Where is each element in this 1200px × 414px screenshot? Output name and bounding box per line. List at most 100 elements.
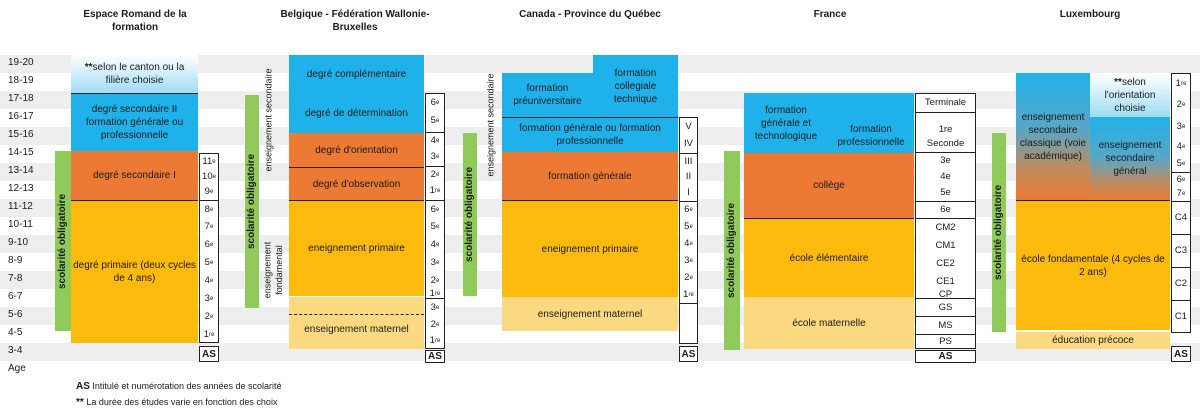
as-label: AS — [425, 350, 445, 363]
year-cell: Terminale — [924, 97, 967, 108]
age-label: 10-11 — [8, 219, 33, 230]
year-cell: C2 — [1172, 267, 1190, 300]
primary-block: eneignement primaire — [502, 200, 678, 297]
as-label: AS — [915, 350, 976, 363]
classic-block: enseignement secondaire classique (voie … — [1016, 73, 1090, 200]
age-label: 9-10 — [8, 237, 29, 248]
secondary-side-label: enseignement secondaire — [264, 68, 275, 172]
early-education-block: éducation précoce — [1016, 332, 1170, 349]
year-cell: II — [685, 171, 692, 182]
age-label: 12-13 — [8, 183, 34, 194]
general-block: formation générale — [502, 152, 678, 200]
year-cell: CE1 — [936, 276, 955, 287]
orientation-block: degré d'orientation — [289, 133, 424, 167]
age-label: 18-19 — [8, 75, 34, 86]
secondary-side-label: enseignement secondaire — [486, 73, 497, 177]
kindergarten-block: école maternelle — [744, 297, 914, 349]
year-cell: CE2 — [936, 258, 955, 269]
mandatory-bar — [463, 133, 477, 296]
professional-block: formation professionnelle — [828, 93, 914, 153]
swiss-primary-block: degré primaire (deux cycles de 4 ans) — [71, 200, 198, 343]
college-block: collège — [744, 153, 914, 218]
mandatory-label: scolarité obligatoire — [726, 202, 738, 299]
as-label: AS — [1171, 346, 1191, 362]
lux-note-block: **selon l'orientation choisie — [1090, 73, 1170, 117]
age-label: 5-6 — [8, 309, 23, 320]
determination-block: degré de détermination — [289, 93, 424, 133]
complementary-block: degré complémentaire — [289, 55, 424, 93]
swiss-note-block: **selon le canton ou la filière choisie — [71, 55, 198, 93]
fundamental-block: école fondamentale (4 cycles de 2 ans) — [1016, 200, 1170, 330]
year-cell: CM2 — [916, 218, 975, 237]
mandatory-bar — [992, 133, 1006, 332]
year-cell: GS — [916, 298, 975, 316]
mandatory-bar — [245, 95, 259, 308]
legend-text: Intitulé et numérotation des années de s… — [92, 381, 282, 391]
year-cell: CM1 — [935, 240, 956, 251]
country-title-belgium: Belgique - Fédération Wallonie-Bruxelles — [280, 9, 430, 33]
age-label: Age — [8, 363, 26, 374]
observation-block: degré d'observation — [289, 167, 424, 200]
year-cell: MS — [916, 316, 975, 334]
year-cell: V — [685, 120, 692, 132]
age-label: 13-14 — [8, 165, 34, 176]
year-cell: 6e — [916, 201, 975, 218]
year-cell: C3 — [1172, 234, 1190, 267]
legend-text: La durée des études varie en fonction de… — [86, 397, 278, 407]
mandatory-label: scolarité obligatoire — [993, 184, 1005, 281]
mandatory-bar — [55, 151, 71, 331]
age-label: 17-18 — [8, 93, 34, 104]
fundamental-side-label: enseignement — [262, 241, 273, 299]
as-label: AS — [679, 346, 698, 362]
as-label: AS — [199, 346, 219, 362]
fundamental-side-label: fondamental — [274, 245, 285, 295]
age-label: 8-9 — [8, 255, 23, 266]
general-tech-block: formation générale et technologique — [744, 93, 828, 153]
year-cell: 4e — [940, 171, 951, 182]
elementary-block: école élémentaire — [744, 218, 914, 297]
year-cell: 3e — [916, 152, 975, 169]
age-label: 16-17 — [8, 111, 34, 122]
age-label: 6-7 — [8, 291, 23, 302]
age-label: 3-4 — [8, 345, 23, 356]
general-professional-block: formation générale ou formation professi… — [502, 117, 678, 152]
year-cell: 5e — [940, 187, 951, 198]
year-cell: C4 — [1172, 201, 1190, 234]
kindergarten-block: enseignement maternel — [502, 297, 678, 331]
age-label: 14-15 — [8, 147, 34, 158]
primary-block: eneignement primaire — [289, 200, 424, 296]
mandatory-label: scolarité obligatoire — [246, 153, 258, 250]
preuniv-block: formation préuniversitaire — [502, 73, 593, 117]
year-cell: IV — [684, 137, 693, 149]
france-year-column: Terminale 1re Seconde 3e 4e 5e 6e CM2 CM… — [915, 93, 976, 349]
kindergarten-block: enseignement maternel — [289, 297, 424, 349]
year-cell: I — [687, 187, 690, 198]
